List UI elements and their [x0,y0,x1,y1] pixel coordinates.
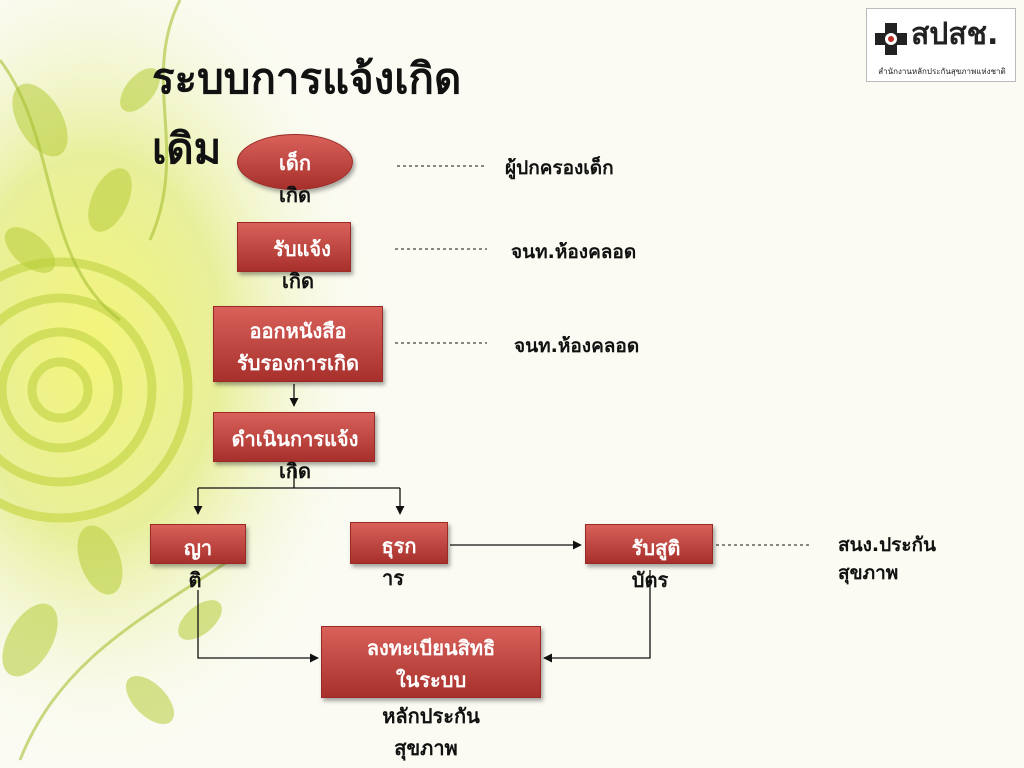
process-notice-node-line2: เกิด [279,459,311,483]
relative-node-line2: ติ [188,568,202,592]
health-office-label: สนง.ประกัน สุขภาพ [838,531,936,587]
slide-title-line1: ระบบการแจ้งเกิด [152,54,462,103]
proxy-node: ธุรก าร [350,530,448,594]
nhso-logo: สปสช. สำนักงานหลักประกันสุขภาพแห่งชาติ [866,8,1016,82]
proxy-node-line1: ธุรก [381,534,417,558]
red-cross-icon [875,23,907,55]
health-office-label-line1: สนง.ประกัน [838,534,937,556]
receive-notice-node-line1: รับแจ้ง [273,237,331,261]
register-rights-node-shape [321,626,541,698]
delivery-staff-label-2: จนท.ห้องคลอด [514,335,640,357]
receive-birth-cert-node-line1: รับสูติ [631,536,681,560]
process-notice-node-line1: ดำเนินการแจ้ง [231,427,359,451]
receive-notice-node-shape [237,222,351,272]
register-rights-node-line1: ลงทะเบียนสิทธิ [366,636,496,660]
health-office-label-line2: สุขภาพ [838,562,899,584]
birth-node-line1: เด็ก [279,151,311,175]
relative-node-line1: ญา [183,536,213,560]
receive-notice-node-line2: เกิด [282,269,314,293]
relative-node: ญา ติ [150,532,246,596]
birth-node-line2: เกิด [279,183,311,207]
register-rights-node-line3: หลักประกัน [382,704,480,728]
proxy-node-line2: าร [382,566,404,590]
issue-cert-node: ออกหนังสือ รับรองการเกิด [213,315,383,379]
receive-birth-cert-node-shape [585,524,713,564]
issue-cert-node-shape [213,306,383,382]
relative-node-shape [150,524,246,564]
register-rights-node-line2: ในระบบ [395,668,467,692]
issue-cert-node-line2: รับรองการเกิด [237,351,359,375]
receive-birth-cert-node: รับสูติ บัตร [592,532,720,596]
register-rights-node-line4: สุขภาพ [394,736,458,760]
issue-cert-node-line1: ออกหนังสือ [249,319,347,343]
receive-birth-cert-node-line2: บัตร [631,568,669,592]
delivery-staff-label-1: จนท.ห้องคลอด [511,241,637,263]
slide-title: ระบบการแจ้งเกิด เดิม [152,44,572,184]
logo-subtitle: สำนักงานหลักประกันสุขภาพแห่งชาติ [878,67,1006,76]
register-rights-node: ลงทะเบียนสิทธิ ในระบบ หลักประกัน สุขภาพ [321,632,541,764]
process-notice-node-shape [213,412,375,462]
logo-text: สปสช. [911,17,999,52]
birth-node-shape [237,134,353,190]
slide-title-line2: เดิม [152,124,222,173]
birth-node: เด็ก เกิด [237,147,353,211]
proxy-node-shape [350,522,448,564]
receive-notice-node: รับแจ้ง เกิด [245,233,359,297]
guardian-label: ผู้ปกครองเด็ก [505,157,614,179]
process-notice-node: ดำเนินการแจ้ง เกิด [205,423,385,487]
